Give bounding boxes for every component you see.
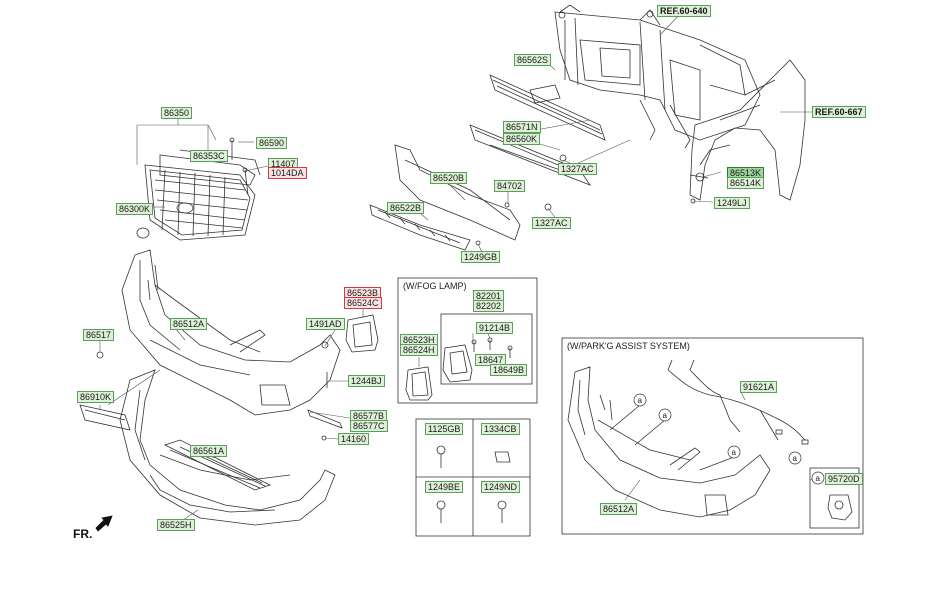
fasteners (96, 154, 709, 441)
part-label-91621A[interactable]: 91621A (740, 381, 778, 393)
front-direction-arrow (95, 515, 113, 532)
part-label-86350[interactable]: 86350 (161, 107, 193, 119)
callout-a-1: a (638, 396, 643, 405)
callout-markers: a a a a a (633, 393, 825, 485)
front-fender (689, 59, 806, 201)
parking-assist-box-title: (W/PARK'G ASSIST SYSTEM) (567, 341, 690, 351)
part-label-95720D[interactable]: 95720D (825, 473, 863, 485)
part-label-1327AC-upper[interactable]: 1327AC (558, 163, 597, 175)
part-label-1014DA[interactable]: 1014DA (268, 167, 307, 179)
parking-sensor-harness (667, 359, 809, 445)
front-bumper-cover (121, 249, 341, 416)
parking-sensor-part (827, 494, 853, 521)
part-label-86520B[interactable]: 86520B (430, 172, 468, 184)
license-plate-bracket (79, 404, 131, 431)
part-label-86524C[interactable]: 86524C (344, 297, 382, 309)
part-label-82202[interactable]: 82202 (473, 300, 505, 312)
part-label-86524H[interactable]: 86524H (400, 344, 438, 356)
part-label-84702[interactable]: 84702 (494, 180, 526, 192)
parking-assist-box (561, 337, 864, 535)
part-label-86590[interactable]: 86590 (256, 137, 288, 149)
part-label-86910K[interactable]: 86910K (77, 391, 115, 403)
part-label-86300K[interactable]: 86300K (116, 203, 154, 215)
callout-a-4: a (793, 454, 798, 463)
radiator-grille (136, 137, 261, 241)
part-label-18649B[interactable]: 18649B (490, 364, 528, 376)
lower-bumper-cover (119, 369, 336, 526)
part-label-91214B[interactable]: 91214B (476, 322, 514, 334)
ref-label-60-640[interactable]: REF.60-640 (657, 5, 711, 17)
hardware-cell-1249ND[interactable]: 1249ND (481, 481, 521, 493)
part-label-86514K[interactable]: 86514K (727, 177, 765, 189)
part-label-1327AC-lower[interactable]: 1327AC (532, 217, 571, 229)
radiator-support-frame (554, 4, 761, 149)
part-label-86512A-park[interactable]: 86512A (600, 503, 638, 515)
fog-lamp-box-title: (W/FOG LAMP) (403, 281, 467, 291)
callout-a-3: a (732, 448, 737, 457)
part-label-86561A[interactable]: 86561A (190, 445, 228, 457)
part-label-86577B[interactable]: 86577B (350, 410, 388, 422)
part-label-1249GB[interactable]: 1249GB (461, 251, 501, 263)
part-label-86522B[interactable]: 86522B (387, 202, 425, 214)
part-label-86517[interactable]: 86517 (83, 329, 115, 341)
callout-a-5: a (816, 474, 821, 483)
part-label-86512A[interactable]: 86512A (170, 318, 208, 330)
part-label-86577C[interactable]: 86577C (350, 420, 388, 432)
sensor-subbox (809, 467, 860, 529)
front-orientation-label: FR. (73, 527, 93, 541)
part-label-86562S[interactable]: 86562S (514, 54, 552, 66)
part-label-1491AD[interactable]: 1491AD (306, 318, 345, 330)
part-label-1249LJ[interactable]: 1249LJ (714, 197, 750, 209)
part-label-14160[interactable]: 14160 (338, 433, 370, 445)
fog-lamp-box (397, 277, 538, 404)
fog-lamp-subbox (440, 313, 533, 385)
callout-a-2: a (663, 411, 668, 420)
part-label-86571N[interactable]: 86571N (503, 121, 541, 133)
hardware-table-grid (416, 419, 530, 536)
hardware-cell-1334CB[interactable]: 1334CB (481, 423, 520, 435)
fog-lamp-bezels (345, 314, 433, 401)
hardware-cell-1249BE[interactable]: 1249BE (425, 481, 464, 493)
part-label-86353C[interactable]: 86353C (190, 150, 228, 162)
part-label-1244BJ[interactable]: 1244BJ (348, 375, 385, 387)
hardware-cell-1125GB[interactable]: 1125GB (425, 423, 464, 435)
part-label-86560K[interactable]: 86560K (503, 133, 541, 145)
fog-lamp-assembly (442, 337, 513, 383)
hardware-icons (436, 445, 511, 523)
part-label-86525H[interactable]: 86525H (157, 519, 195, 531)
ref-label-60-667[interactable]: REF.60-667 (812, 106, 866, 118)
